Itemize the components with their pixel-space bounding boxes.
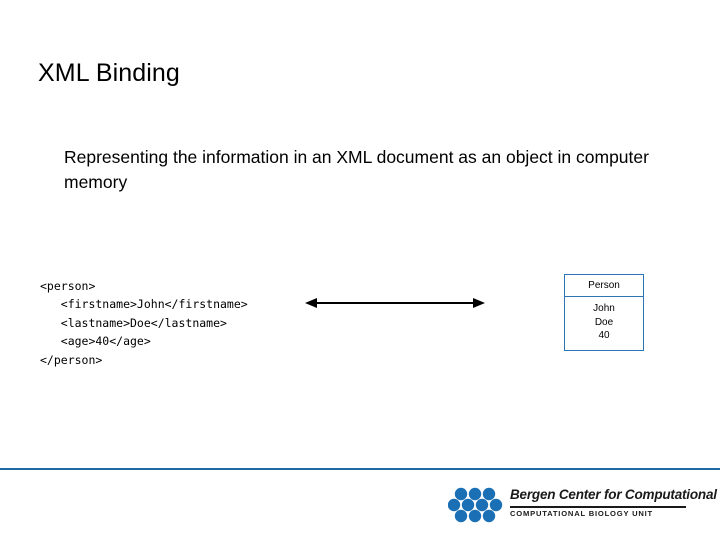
bidirectional-arrow-icon	[305, 296, 485, 310]
logo-sub-text: COMPUTATIONAL BIOLOGY UNIT	[510, 509, 653, 518]
page-title: XML Binding	[38, 58, 180, 87]
object-field-firstname: John	[593, 303, 615, 314]
object-class-name: Person	[565, 275, 643, 297]
logo-main-text: Bergen Center for Computational Science	[510, 487, 720, 502]
object-representation-box: Person John Doe 40	[564, 274, 644, 351]
object-field-lastname: Doe	[594, 316, 614, 328]
footer-divider	[0, 468, 720, 470]
object-fields: John Doe 40	[565, 297, 643, 350]
logo-underline	[510, 506, 686, 508]
object-field-age: 40	[598, 330, 610, 341]
xml-code-block: <person> <firstname>John</firstname> <la…	[40, 278, 248, 368]
logo-dots-icon	[447, 487, 504, 523]
bccs-logo: Bergen Center for Computational Science …	[447, 487, 720, 527]
slide-subtitle: Representing the information in an XML d…	[64, 147, 649, 193]
